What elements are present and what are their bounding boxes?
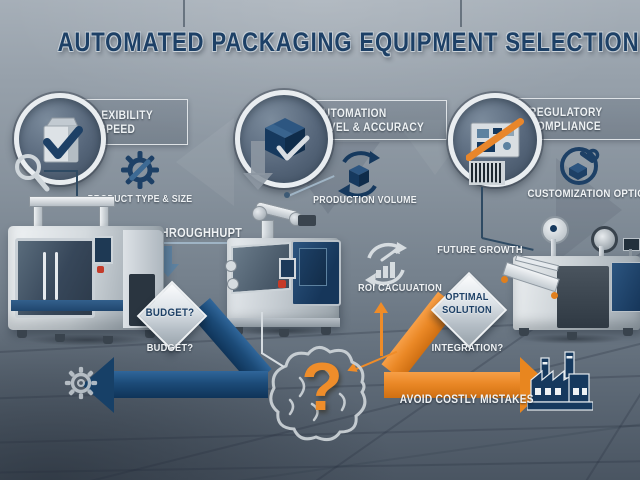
factor-customization-options: CUSTOMIZATION OPTIONS: [527, 188, 640, 200]
machine-reel-stand: [599, 246, 604, 260]
gray-down-arrow: [251, 141, 265, 175]
feature-label-line: FLEXIBILITY: [88, 107, 153, 122]
down-arrow-to-budget: [164, 246, 172, 266]
machine-gantry: [29, 196, 115, 207]
bg-chevron-left: [176, 118, 234, 206]
package-check-icon: [43, 117, 83, 163]
feature-label-line: COMPLIANCE: [529, 119, 602, 133]
right-machine: [501, 214, 640, 346]
middle-machine: [219, 200, 347, 338]
machine-foot: [623, 328, 633, 336]
magnifier-connector: [76, 170, 78, 198]
magnifier-icon: [15, 154, 50, 192]
navy-arrow-head-left: [82, 357, 114, 413]
machine-estop: [278, 280, 286, 288]
non-compliance-icon: [466, 118, 524, 162]
machine-reel-hub: [550, 225, 557, 232]
feature-circle-flexibility: [14, 93, 106, 185]
door-handle: [55, 252, 58, 300]
cobot-arm-joint: [252, 206, 267, 221]
machine-reel-stand: [551, 239, 556, 257]
navy-arrow-shaft: [110, 371, 268, 398]
budget-diamond-label: BUDGET?: [145, 307, 195, 319]
budget-caption: BUDGET?: [146, 342, 194, 354]
machine-foot: [145, 330, 155, 338]
machine-blue-stripe: [11, 300, 123, 311]
orange-up-arrow-head: [374, 302, 388, 313]
machine-foot: [519, 328, 529, 336]
feature-label-line: AUTOMATION: [315, 105, 387, 120]
machine-dark-section: [557, 266, 609, 328]
cobot-gripper: [298, 215, 316, 226]
top-divider: [183, 0, 185, 27]
top-divider: [460, 0, 462, 27]
machine-foot: [17, 330, 27, 338]
machine-monitor-pole: [629, 249, 632, 261]
machine-panel-window: [299, 248, 327, 286]
optimal-solution-label-line2: SOLUTION: [442, 304, 492, 316]
brain-icon: [269, 346, 367, 442]
conveyor-orange-cap: [501, 276, 508, 283]
machine-foot: [103, 336, 113, 344]
feature-label-line: REGULATORY: [529, 104, 603, 119]
factor-production-volume: PRODUCTION VOLUME: [313, 195, 417, 206]
door-handle: [43, 252, 46, 300]
page-title: AUTOMATED PACKAGING EQUIPMENT SELECTION: [57, 27, 640, 57]
feature-label-line: LEVEL & ACCURACY: [315, 120, 425, 134]
gear-wrench-icon: [121, 151, 159, 189]
barcode-icon: [469, 161, 505, 185]
machine-foot: [55, 334, 65, 342]
machine-navy-panel: [611, 262, 640, 312]
machine-red-button: [97, 266, 104, 273]
floor-line: [0, 459, 640, 474]
machine-foot: [321, 327, 331, 335]
integration-label: INTEGRATION?: [431, 342, 504, 354]
machine-reel: [591, 226, 618, 253]
roi-icon: [365, 242, 407, 286]
white-brain-line: [261, 312, 263, 354]
machine-shadow: [1, 332, 173, 348]
customization-icon: [560, 147, 600, 185]
throughput-leader-line: [146, 242, 243, 244]
machine-screen: [93, 236, 113, 264]
machine-foot: [567, 332, 577, 340]
factor-product-type-size: PRODUCT TYPE & SIZE: [87, 194, 193, 205]
machine-foot: [279, 329, 289, 337]
question-mark: ?: [301, 349, 343, 425]
factory-icon: [527, 351, 593, 411]
avoid-costly-mistakes-label: AVOID COSTLY MISTAKES: [399, 394, 534, 406]
orange-arrow-shaft: [384, 372, 522, 398]
machine-screen: [279, 258, 296, 279]
machine-roller: [227, 278, 239, 290]
optimal-solution-label-line1: OPTIMAL: [445, 291, 489, 303]
barcode-connector: [481, 187, 483, 238]
factor-roi-calculation: ROI CACUUATION: [357, 282, 443, 294]
leader-dot: [284, 192, 290, 198]
factor-throughput: THROUGHHUPT: [153, 226, 243, 240]
machine-roller: [225, 260, 237, 272]
machine-base: [225, 318, 340, 327]
gray-down-arrow-head: [243, 173, 273, 190]
magnifier-connector: [44, 170, 78, 172]
factor-future-growth: FUTURE GROWTH: [437, 244, 523, 256]
orange-up-arrow: [380, 312, 383, 356]
gear-outline-icon: [64, 366, 98, 400]
barcode-caption-strip: [471, 182, 499, 185]
conveyor-orange-cap: [551, 292, 558, 299]
production-volume-icon: [338, 151, 380, 198]
box-check-icon: [265, 118, 310, 161]
left-machine: [1, 196, 173, 348]
